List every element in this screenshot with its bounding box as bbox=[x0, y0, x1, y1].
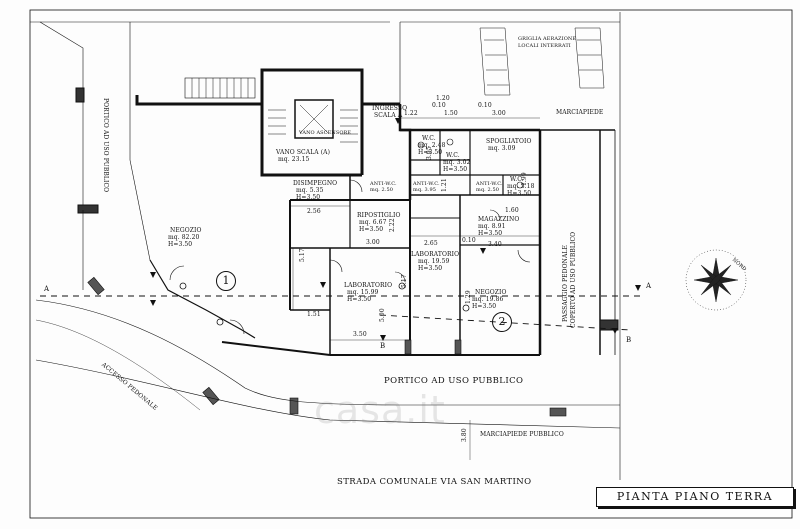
dim-222: 2.22 bbox=[389, 218, 396, 232]
wc1-area: mq. 2.48 bbox=[418, 142, 446, 149]
dim-517b: 5.17 bbox=[401, 274, 408, 288]
compass-rose bbox=[685, 249, 747, 311]
laboratorio1-label: LABORATORIO bbox=[411, 251, 460, 258]
magazzino-label: MAGAZZINO bbox=[478, 216, 520, 223]
dim-010b: 0.10 bbox=[478, 102, 492, 109]
drawing-title: PIANTA PIANO TERRA bbox=[596, 487, 794, 507]
negozio2-area: mq. 19.86 bbox=[472, 296, 504, 303]
wc3-height: H=3.50 bbox=[507, 190, 532, 197]
dim-151: 1.51 bbox=[307, 311, 321, 318]
locali-label: LOCALI INTERRATI bbox=[518, 43, 571, 49]
dim-517: 5.17 bbox=[299, 248, 306, 262]
portico-edge bbox=[35, 299, 620, 406]
dim-300b: 3.00 bbox=[366, 239, 380, 246]
griglia-label: GRIGLIA AERAZIONE bbox=[518, 36, 577, 42]
section-a-left: A bbox=[44, 285, 50, 293]
dim-199: 1.99 bbox=[521, 172, 528, 186]
vano-scala-label: VANO SCALA (A) bbox=[276, 149, 331, 156]
ripostiglio-label: RIPOSTIGLIO bbox=[357, 212, 401, 219]
negozio2-label: NEGOZIO bbox=[475, 289, 507, 296]
section-a-right: A bbox=[646, 282, 652, 290]
marciapiede-top-label: MARCIAPIEDE bbox=[556, 109, 604, 116]
unit-1-marker: 1 bbox=[216, 271, 236, 291]
dim-256: 2.56 bbox=[307, 208, 321, 215]
laboratorio1-height: H=3.50 bbox=[418, 265, 443, 272]
dim-010c: 0.10 bbox=[462, 237, 476, 244]
column bbox=[75, 87, 85, 103]
ingresso-label: INGRESSO bbox=[372, 105, 408, 112]
marciapiede-bottom-label: MARCIAPIEDE PUBBLICO bbox=[480, 431, 564, 438]
dim-150: 1.50 bbox=[444, 110, 458, 117]
strada-label: STRADA COMUNALE VIA SAN MARTINO bbox=[337, 477, 532, 487]
wc2-height: H=3.50 bbox=[443, 166, 468, 173]
dim-265: 2.65 bbox=[424, 240, 438, 247]
wc1-height: H=3.50 bbox=[418, 149, 443, 156]
sheet-frame bbox=[29, 9, 793, 519]
disimpegno-height: H=3.50 bbox=[296, 194, 321, 201]
anti-wc1-label: ANTI-W.C. bbox=[370, 181, 397, 187]
dim-350: 3.50 bbox=[353, 331, 367, 338]
left-boundary bbox=[39, 21, 84, 210]
laboratorio2-area: mq. 15.99 bbox=[347, 289, 379, 296]
spogliatoio-area: mq. 3.09 bbox=[488, 145, 516, 152]
laboratorio2-height: H=3.50 bbox=[347, 296, 372, 303]
laboratorio1-area: mq. 19.59 bbox=[418, 258, 450, 265]
stair-core-walls bbox=[260, 68, 400, 106]
magazzino-area: mq. 8.91 bbox=[478, 223, 506, 230]
anti-wc2-label: ANTI-W.C. bbox=[413, 181, 440, 187]
negozio1-label: NEGOZIO bbox=[170, 227, 202, 234]
negozio1-area: mq. 82.20 bbox=[168, 234, 200, 241]
unit-2-marker: 2 bbox=[492, 312, 512, 332]
section-b-right: B bbox=[626, 336, 632, 344]
wc3-area: mq. 3.18 bbox=[507, 183, 535, 190]
spogliatoio-label: SPOGLIATOIO bbox=[486, 138, 532, 145]
dim-500: 5.00 bbox=[379, 308, 386, 322]
portico-bottom-label: PORTICO AD USO PUBBLICO bbox=[384, 376, 524, 386]
wc2-label: W.C. bbox=[446, 152, 460, 159]
dim-160: 1.60 bbox=[505, 207, 519, 214]
disimpegno-area: mq. 5.35 bbox=[296, 187, 324, 194]
dim-010a: 0.10 bbox=[432, 102, 446, 109]
ripostiglio-area: mq. 6.67 bbox=[359, 219, 387, 226]
dim-121: 1.21 bbox=[441, 178, 448, 192]
coperto-label: COPERTO AD USO PUBBLICO bbox=[570, 231, 577, 328]
wc3-label: W.C. bbox=[510, 176, 524, 183]
wc2-area: mq. 3.02 bbox=[443, 159, 471, 166]
ripostiglio-height: H=3.50 bbox=[359, 226, 384, 233]
anti-wc2-area: mq. 3.95 bbox=[413, 187, 437, 193]
dim-129: 1.29 bbox=[465, 290, 472, 304]
section-b-left: B bbox=[380, 342, 386, 350]
anti-wc1-area: mq. 2.50 bbox=[370, 187, 394, 193]
portico-left-label: PORTICO AD USO PUBBLICO bbox=[102, 98, 109, 193]
passaggio-label: PASSAGGIO PEDONALE bbox=[562, 245, 569, 322]
dim-122: 1.22 bbox=[404, 110, 418, 117]
anti-wc3-area: mq. 2.50 bbox=[476, 187, 500, 193]
dim-380: 3.80 bbox=[461, 428, 468, 442]
anti-wc3-label: ANTI-W.C. bbox=[476, 181, 503, 187]
dim-395: 3.95 bbox=[426, 146, 433, 160]
vano-scala-area: mq. 23.15 bbox=[278, 156, 310, 163]
vano-ascensore-label: VANO ASCENSORE bbox=[299, 130, 352, 136]
watermark: casa.it bbox=[314, 388, 446, 432]
wc1-label: W.C. bbox=[422, 135, 436, 142]
dim-120: 1.20 bbox=[436, 95, 450, 102]
negozio1-height: H=3.50 bbox=[168, 241, 193, 248]
negozio2-height: H=3.50 bbox=[472, 303, 497, 310]
disimpegno-label: DISIMPEGNO bbox=[293, 180, 338, 187]
scala-a-label: SCALA A bbox=[374, 112, 403, 119]
column bbox=[77, 204, 99, 214]
elevator-shaft bbox=[294, 99, 334, 139]
magazzino-height: H=3.50 bbox=[478, 230, 503, 237]
dim-300: 3.00 bbox=[492, 110, 506, 117]
dim-340: 3.40 bbox=[488, 241, 502, 248]
laboratorio2-label: LABORATORIO bbox=[344, 282, 393, 289]
